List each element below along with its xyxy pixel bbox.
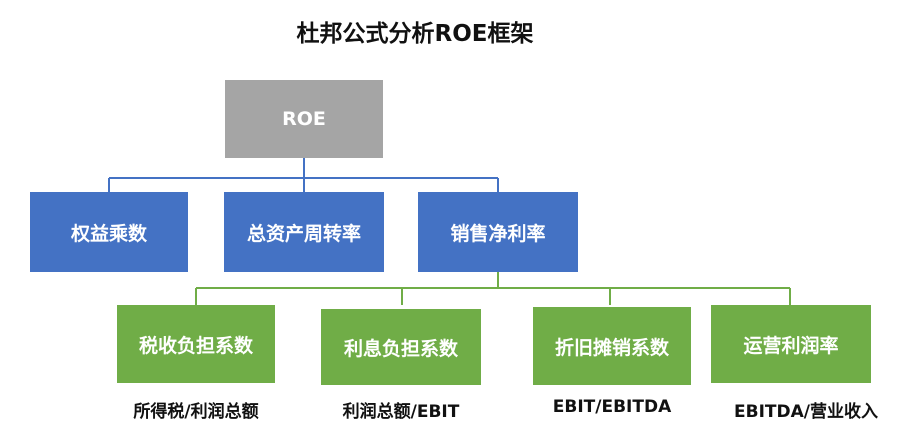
- operating-margin-box: 运营利润率: [711, 305, 871, 383]
- diagram-title: 杜邦公式分析ROE框架: [296, 21, 534, 47]
- equity-multiplier-label: 权益乘数: [70, 222, 147, 245]
- operating-margin-label: 运营利润率: [743, 334, 839, 357]
- net-margin-label: 销售净利率: [450, 222, 546, 245]
- asset-turnover-box: 总资产周转率: [224, 192, 384, 272]
- tax-burden-formula: 所得税/利润总额: [133, 402, 259, 422]
- depreciation-box: 折旧摊销系数: [533, 307, 691, 385]
- depreciation-label: 折旧摊销系数: [554, 336, 669, 359]
- tax-burden-box: 税收负担系数: [117, 305, 275, 383]
- roe-box: ROE: [225, 80, 383, 158]
- equity-multiplier-box: 权益乘数: [30, 192, 188, 272]
- interest-burden-box: 利息负担系数: [321, 309, 481, 385]
- interest-burden-label: 利息负担系数: [343, 337, 458, 360]
- roe-label: ROE: [282, 108, 326, 130]
- net-margin-box: 销售净利率: [418, 192, 578, 272]
- operating-margin-formula: EBITDA/营业收入: [734, 402, 878, 422]
- interest-burden-formula: 利润总额/EBIT: [342, 402, 460, 422]
- blue-connectors: [108, 158, 499, 192]
- tax-burden-label: 税收负担系数: [138, 334, 253, 357]
- depreciation-formula: EBIT/EBITDA: [552, 397, 672, 417]
- green-connectors: [195, 272, 791, 305]
- asset-turnover-label: 总资产周转率: [246, 222, 361, 245]
